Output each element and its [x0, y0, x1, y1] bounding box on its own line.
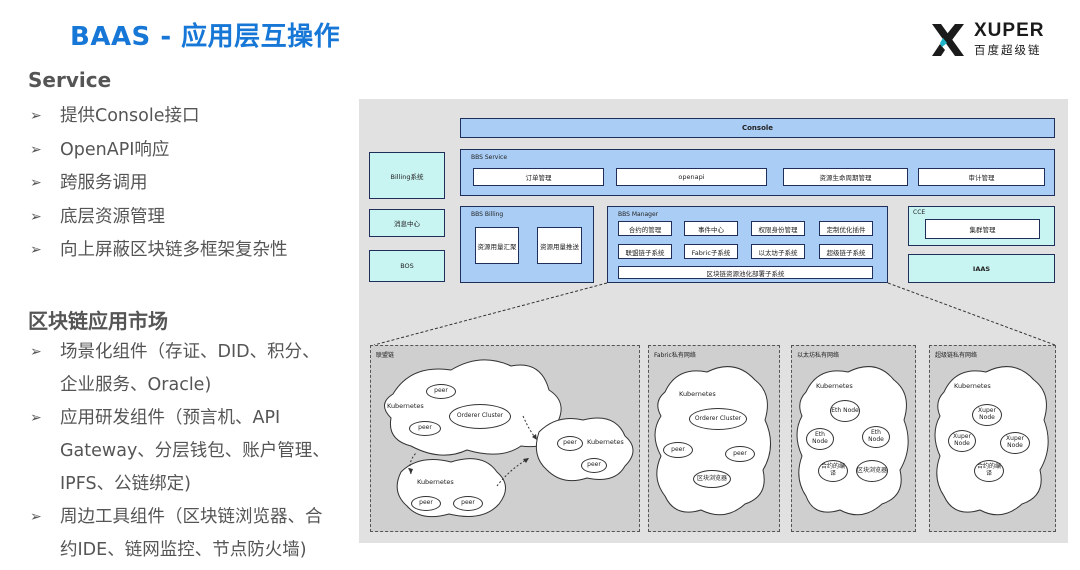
- xuperchain-network: 超级链私有网络 Kubernetes Xuper Node Xuper Node…: [929, 345, 1056, 532]
- cce-label: CCE: [913, 209, 926, 216]
- arrow-bullet-icon: ➢: [30, 410, 42, 426]
- xuperchain-subsystem-box: 超级链子系统: [819, 244, 873, 259]
- orderer-cluster-node: Orderer Cluster: [449, 404, 511, 429]
- bbs-service-label: BBS Service: [471, 154, 508, 161]
- order-management-box: 订单管理: [473, 168, 604, 186]
- list-item: ➢OpenAPI响应: [28, 135, 288, 169]
- list-item: ➢跨服务调用: [28, 168, 288, 202]
- custom-plugin-box: 定制优化插件: [819, 221, 873, 236]
- peer-node: peer: [426, 384, 456, 399]
- xuper-node: Xuper Node: [1000, 432, 1030, 454]
- bbs-service-box: BBS Service 订单管理 openapi 资源生命周期管理 审计管理: [460, 149, 1055, 196]
- bbs-manager-label: BBS Manager: [618, 211, 659, 218]
- xuper-logo: XUPER 百度超级链: [930, 20, 1060, 60]
- message-center-box: 消息中心: [369, 209, 445, 237]
- kubernetes-label: Kubernetes: [387, 402, 424, 410]
- xuper-node: Xuper Node: [948, 430, 976, 452]
- service-list: ➢提供Console接口 ➢OpenAPI响应 ➢跨服务调用 ➢底层资源管理 ➢…: [28, 101, 288, 269]
- arrow-bullet-icon: ➢: [30, 242, 42, 258]
- kubernetes-label: Kubernetes: [417, 478, 454, 486]
- peer-node: peer: [557, 436, 583, 451]
- fabric-subsystem-box: Fabric子系统: [684, 244, 738, 259]
- peer-node: peer: [411, 496, 441, 511]
- kubernetes-label: Kubernetes: [816, 382, 853, 390]
- bos-box: BOS: [369, 250, 445, 282]
- identity-management-box: 权限身份管理: [751, 221, 805, 236]
- list-item: ➢周边工具组件（区块链浏览器、合约IDE、链网监控、节点防火墙): [28, 501, 330, 567]
- console-box: Console: [460, 118, 1055, 138]
- logo-subtitle: 百度超级链: [974, 43, 1042, 57]
- consortium-network: 联盟链 Kubernetes peer peer Orderer Cluster…: [370, 345, 640, 532]
- usage-aggregation-box: 资源用量汇聚: [475, 227, 519, 264]
- cloud-shape: [654, 366, 771, 516]
- arrow-bullet-icon: ➢: [30, 175, 42, 191]
- kubernetes-label: Kubernetes: [587, 438, 624, 446]
- eth-node: Eth Node: [830, 400, 860, 422]
- resource-lifecycle-box: 资源生命周期管理: [783, 168, 908, 186]
- consortium-subsystem-box: 联盟链子系统: [618, 244, 672, 259]
- peer-node: peer: [725, 446, 755, 462]
- iaas-box: IAAS: [908, 254, 1055, 283]
- list-item: ➢提供Console接口: [28, 101, 288, 135]
- bbs-billing-label: BBS Billing: [471, 211, 504, 218]
- openapi-box: openapi: [616, 168, 767, 186]
- bbs-billing-box: BBS Billing 资源用量汇聚 资源用量推送: [460, 206, 594, 283]
- list-item: ➢场景化组件（存证、DID、积分、企业服务、Oracle): [28, 336, 330, 402]
- audit-management-box: 审计管理: [918, 168, 1045, 186]
- usage-push-box: 资源用量推送: [537, 227, 582, 264]
- peer-node: peer: [581, 458, 607, 473]
- page-title: BAAS - 应用层互操作: [70, 22, 341, 52]
- eth-node: Eth Node: [806, 428, 834, 450]
- network-label: Fabric私有网络: [654, 352, 696, 359]
- network-label: 以太坊私有网络: [797, 352, 840, 359]
- peer-node: peer: [453, 496, 483, 511]
- kubernetes-label: Kubernetes: [679, 390, 716, 398]
- kubernetes-label: Kubernetes: [954, 382, 991, 390]
- contract-compile-node: 合约的编译: [974, 460, 1004, 482]
- list-item: ➢向上屏蔽区块链多框架复杂性: [28, 235, 288, 269]
- list-item: ➢底层资源管理: [28, 202, 288, 236]
- cluster-management-box: 集群管理: [925, 219, 1040, 239]
- market-heading: 区块链应用市场: [28, 309, 168, 333]
- arrow-bullet-icon: ➢: [30, 509, 42, 525]
- cce-box: CCE 集群管理: [908, 206, 1055, 246]
- network-label: 超级链私有网络: [935, 352, 978, 359]
- pool-deployment-box: 区块链资源池化部署子系统: [618, 266, 873, 279]
- xuper-node: Xuper Node: [972, 404, 1002, 426]
- eth-node: Eth Node: [862, 426, 890, 448]
- event-center-box: 事件中心: [684, 221, 738, 236]
- ethereum-network: 以太坊私有网络 Kubernetes Eth Node Eth Node Eth…: [791, 345, 916, 532]
- market-list: ➢场景化组件（存证、DID、积分、企业服务、Oracle) ➢应用研发组件（预言…: [28, 336, 330, 567]
- architecture-diagram: Console Billing系统 消息中心 BOS BBS Service 订…: [359, 99, 1068, 543]
- billing-system-box: Billing系统: [369, 152, 445, 199]
- arrow-bullet-icon: ➢: [30, 108, 42, 124]
- xuper-x-icon: [932, 24, 964, 56]
- arrow-bullet-icon: ➢: [30, 208, 42, 225]
- network-label: 联盟链: [376, 352, 395, 359]
- orderer-cluster-node: Orderer Cluster: [689, 408, 747, 430]
- peer-node: peer: [409, 421, 441, 436]
- arrow-bullet-icon: ➢: [30, 344, 42, 360]
- peer-node: peer: [663, 442, 693, 458]
- diagram-lines: [373, 282, 1056, 346]
- ethereum-subsystem-box: 以太坊子系统: [751, 244, 805, 259]
- logo-name: XUPER: [974, 20, 1045, 41]
- fabric-network: Fabric私有网络 Kubernetes Orderer Cluster pe…: [648, 345, 780, 532]
- cloud-shape: [934, 366, 1049, 516]
- arrow-bullet-icon: ➢: [30, 141, 42, 158]
- bbs-manager-box: BBS Manager 合约的管理 事件中心 权限身份管理 定制优化插件 联盟链…: [607, 206, 888, 283]
- block-explorer-node: 区块浏览器: [693, 470, 731, 488]
- block-explorer-node: 区块浏览器: [856, 460, 888, 482]
- contract-management-box: 合约的管理: [618, 221, 672, 236]
- service-heading: Service: [28, 68, 112, 92]
- contract-compile-node: 合约的编译: [818, 460, 848, 482]
